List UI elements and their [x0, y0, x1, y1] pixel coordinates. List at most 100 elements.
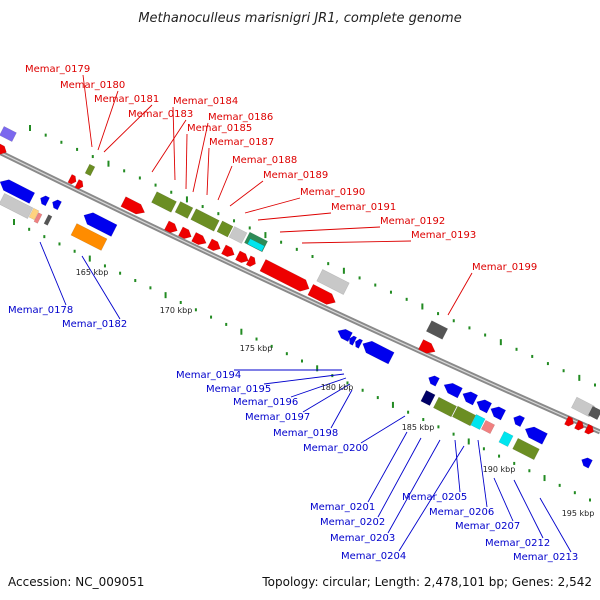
- outer-tick: [311, 255, 314, 258]
- gene-label-reverse: Memar_0195: [206, 384, 271, 395]
- gene-feature: [428, 375, 440, 387]
- gene-label-reverse: Memar_0203: [330, 533, 395, 544]
- leader-line: [493, 477, 514, 522]
- leader-line: [103, 104, 153, 153]
- leader-line: [290, 377, 347, 398]
- inner-tick: [528, 469, 531, 473]
- gene-feature: [259, 259, 310, 292]
- kbp-label: 175 kbp: [240, 344, 273, 353]
- leader-line: [39, 241, 67, 306]
- gene-feature: [498, 431, 514, 447]
- gene-label-reverse: Memar_0197: [245, 412, 310, 423]
- kbp-label: 185 kbp: [402, 423, 435, 432]
- gene-feature: [0, 179, 36, 204]
- leader-line: [81, 255, 121, 320]
- inner-tick: [452, 432, 455, 436]
- gene-feature: [433, 396, 457, 418]
- outer-tick: [264, 232, 267, 239]
- outer-tick: [170, 190, 173, 194]
- inner-tick: [13, 219, 15, 225]
- inner-tick: [558, 483, 561, 487]
- gene-feature: [164, 220, 178, 233]
- gene-feature: [0, 126, 17, 142]
- gene-label-forward: Memar_0190: [300, 187, 365, 198]
- outer-tick: [531, 354, 534, 358]
- gene-label-reverse: Memar_0206: [429, 507, 494, 518]
- inner-tick: [210, 315, 213, 319]
- gene-feature: [84, 163, 96, 177]
- gene-feature: [476, 399, 493, 414]
- outer-tick: [76, 147, 79, 151]
- inner-tick: [513, 461, 516, 465]
- gene-label-reverse: Memar_0207: [455, 521, 520, 532]
- inner-tick: [498, 454, 501, 458]
- outer-tick-track: [29, 125, 596, 387]
- inner-tick: [391, 401, 394, 408]
- inner-tick-track: [13, 219, 591, 502]
- gene-label-reverse: Memar_0212: [485, 538, 550, 549]
- inner-tick: [467, 438, 470, 445]
- gene-label-reverse: Memar_0201: [310, 502, 375, 513]
- gene-label-reverse: Memar_0196: [233, 397, 298, 408]
- leader-line: [229, 180, 264, 207]
- gene-feature: [70, 223, 108, 251]
- gene-label-forward: Memar_0180: [60, 80, 125, 91]
- leader-line: [367, 431, 408, 503]
- leader-line: [172, 106, 176, 181]
- map-title: Methanoculleus marisnigri JR1, complete …: [138, 11, 461, 26]
- kbp-label: 165 kbp: [76, 268, 109, 277]
- gene-feature: [40, 195, 50, 207]
- gene-feature: [337, 328, 353, 342]
- inner-tick: [316, 365, 319, 372]
- inner-tick: [119, 271, 122, 275]
- inner-tick: [240, 328, 243, 335]
- gene-feature: [33, 212, 43, 224]
- gene-feature: [43, 214, 53, 226]
- gene-feature: [221, 244, 235, 257]
- outer-tick: [374, 283, 377, 287]
- gene-label-reverse: Memar_0202: [320, 517, 385, 528]
- inner-tick: [437, 425, 440, 429]
- inner-tick: [407, 410, 410, 414]
- gene-feature: [420, 390, 436, 406]
- gene-feature: [151, 191, 177, 213]
- gene-feature: [425, 320, 449, 340]
- gene-feature: [178, 226, 192, 239]
- gene-feature: [443, 382, 463, 399]
- inner-tick: [179, 300, 182, 304]
- gene-feature: [349, 335, 358, 346]
- inner-tick: [422, 418, 425, 422]
- outer-tick: [594, 383, 596, 387]
- outer-tick: [201, 205, 204, 209]
- outer-tick: [358, 276, 361, 280]
- gene-feature: [235, 250, 249, 263]
- leader-line: [217, 165, 233, 201]
- outer-tick: [562, 369, 565, 373]
- inner-tick: [58, 242, 61, 246]
- leader-line: [454, 439, 461, 493]
- gene-feature: [418, 339, 436, 354]
- inner-tick: [225, 322, 228, 326]
- inner-tick: [346, 381, 349, 385]
- inner-tick: [73, 249, 76, 253]
- gene-feature: [28, 207, 40, 221]
- gene-label-forward: Memar_0184: [173, 96, 238, 107]
- outer-tick: [484, 333, 487, 337]
- outer-tick: [546, 362, 549, 366]
- leader-line: [360, 415, 406, 444]
- outer-tick: [452, 319, 455, 323]
- inner-tick: [573, 491, 576, 495]
- leader-line: [330, 389, 353, 429]
- kbp-label: 190 kbp: [483, 465, 516, 474]
- gene-label-forward: Memar_0186: [208, 112, 273, 123]
- leader-line: [279, 226, 381, 233]
- inner-tick: [149, 286, 152, 290]
- leader-line: [206, 147, 210, 196]
- outer-tick: [185, 196, 188, 203]
- gene-feature: [0, 143, 7, 155]
- gene-feature: [564, 415, 574, 427]
- outer-tick: [437, 312, 440, 316]
- gene-feature: [587, 405, 600, 421]
- leader-line: [97, 90, 119, 151]
